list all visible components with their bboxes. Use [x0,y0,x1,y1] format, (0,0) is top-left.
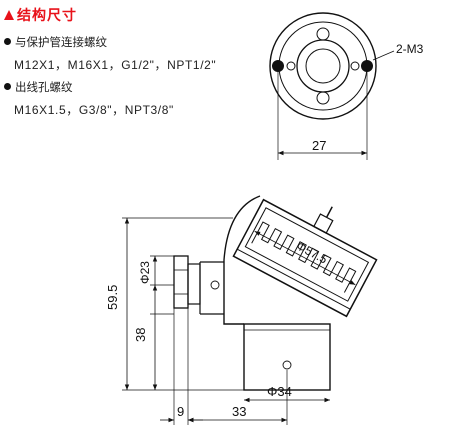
bore-outer-circle [296,39,350,93]
dim-height-lower: 38 [133,328,148,342]
body-left [223,260,244,325]
hole-right-inner [350,61,360,71]
dim-screw-label: 2-M3 [396,42,424,56]
screw-right [361,60,373,72]
body-curve [223,195,261,261]
section-title: 结构尺寸 [4,5,77,25]
cap-dia-line [254,230,356,286]
spec-item-outlet: 出线孔螺纹 [4,79,73,95]
screw-left [272,60,284,72]
top-view [269,12,395,160]
dim-nut-dia: Φ23 [138,261,152,284]
spec-item-thread: 与保护管连接螺纹 [4,34,107,50]
section-title-text: 结构尺寸 [17,8,77,24]
spec-label: 与保护管连接螺纹 [15,35,107,49]
dim-offset: 9 [177,404,184,419]
bullet-icon [4,83,11,90]
bore-inner-circle [305,48,341,84]
hole-left-inner [286,61,296,71]
flange-inner-circle [278,21,368,111]
cap-pin [325,206,333,218]
spec-values-outlet: M16X1.5，G3/8"，NPT3/8" [14,103,174,117]
side-view: Φ57.5 [122,195,378,425]
dim-width: 33 [232,404,246,419]
screw-leader [372,50,395,61]
dim-cap-dia: Φ57.5 [294,239,330,267]
dim-top-width: 27 [312,138,326,153]
flange-outer-circle [269,12,377,120]
spec-values-thread: M12X1，M16X1，G1/2"，NPT1/2" [14,58,217,72]
hole-top [316,27,330,41]
dim-height-total: 59.5 [105,285,120,310]
gland-nut [173,255,189,309]
cap-knob [313,213,334,234]
bullet-icon [4,38,11,45]
outlet-hole [210,280,220,290]
spec-label: 出线孔螺纹 [15,80,73,94]
base-hole [282,360,292,370]
gland-collar [187,263,201,305]
triangle-icon [4,10,14,20]
hole-bottom [316,91,330,105]
cap-band [236,248,351,310]
dim-base-dia: Φ34 [267,384,292,399]
